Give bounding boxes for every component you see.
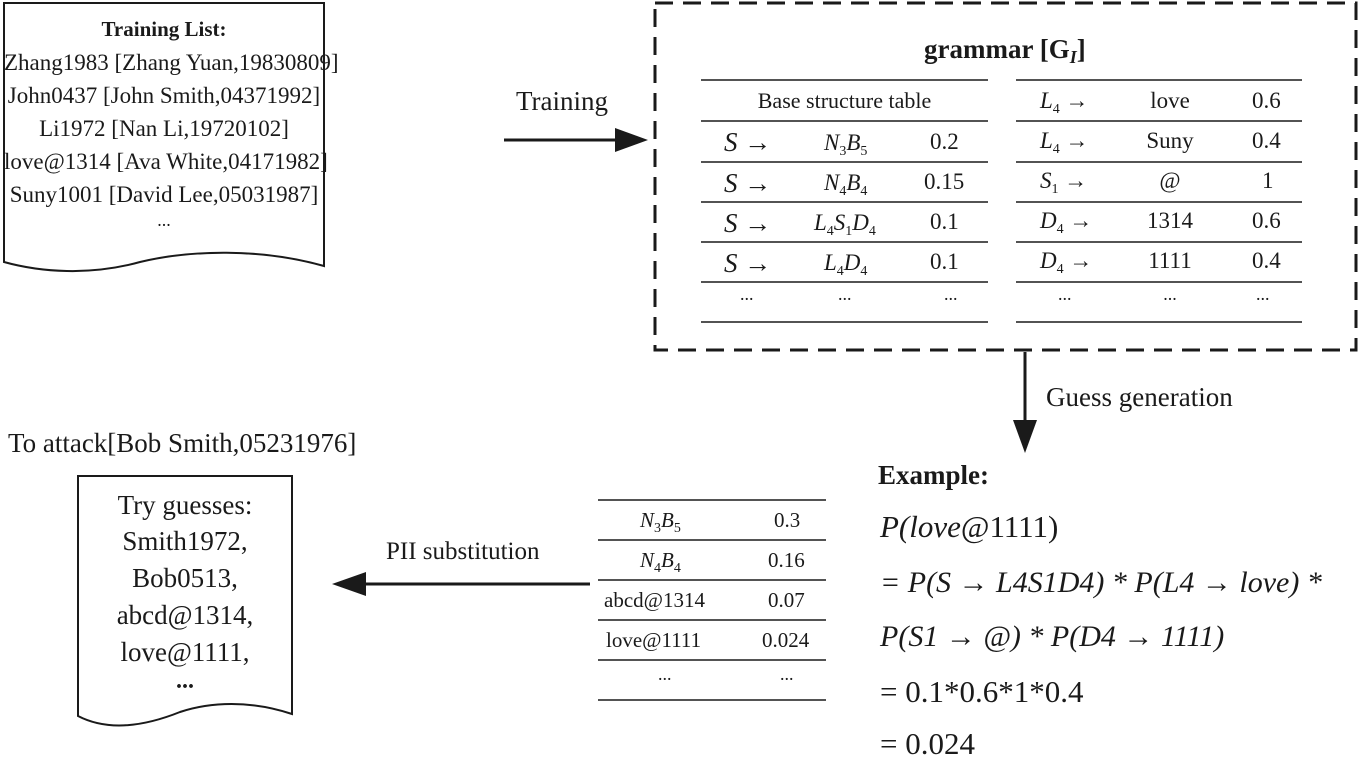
base-row-rhs: N3B5 — [824, 130, 868, 159]
grammar-title: grammar [GI] — [924, 34, 1086, 67]
base-row-lhs: S → — [724, 208, 772, 238]
example-line-4: = 0.1*0.6*1*0.4 — [880, 674, 1084, 709]
training-entry: Li1972 [Nan Li,19720102] — [39, 116, 289, 141]
pii-substitution-label: PII substitution — [386, 538, 540, 565]
guess-generation-arrow — [1013, 352, 1037, 453]
base-row-lhs: S → — [724, 127, 772, 157]
guess-table-row-text: abcd@1314 — [604, 588, 705, 612]
base-row-rhs: ... — [838, 284, 852, 304]
guess-table-row-text: love@1111 — [606, 628, 702, 652]
guess-table-row-structure: N4B4 — [640, 548, 681, 576]
training-entry: Suny1001 [David Lee,05031987] — [9, 182, 319, 207]
example-line-2: = P(S → L4S1D4) * P(L4 → love) * — [880, 566, 1322, 599]
terminal-row: L4 → — [1040, 128, 1089, 157]
terminal-row-prob: 0.6 — [1252, 88, 1281, 113]
pii-substitution-arrow — [332, 572, 590, 596]
example-line-5: = 0.024 — [880, 726, 975, 761]
guesses-document-shape — [77, 475, 293, 727]
example-line-3: P(S1 → @) * P(D4 → 1111) — [880, 620, 1225, 653]
base-row-rhs: N4B4 — [824, 170, 868, 199]
terminal-row-value: @ — [1159, 168, 1181, 193]
training-entry: John0437 [John Smith,04371992] — [7, 83, 321, 108]
terminal-row-value: 1314 — [1147, 208, 1193, 233]
base-row-prob: 0.1 — [930, 249, 959, 274]
guess-table-row-prob: 0.16 — [768, 548, 805, 572]
base-row-prob: 0.15 — [924, 169, 965, 194]
terminal-row: D4 → — [1040, 248, 1093, 277]
training-arrow — [504, 128, 648, 152]
terminal-row-prob: 0.4 — [1252, 248, 1281, 273]
terminal-row-value: ... — [1163, 284, 1177, 304]
base-row-rhs: L4D4 — [824, 250, 868, 279]
base-structure-table-header: Base structure table — [757, 88, 932, 113]
training-list-title: Training List: — [101, 17, 227, 41]
terminal-row: S1 → — [1040, 168, 1088, 197]
example-line-1: P(love@1111) — [880, 509, 1059, 544]
terminal-row: L4 → — [1040, 88, 1089, 117]
base-row-lhs: S → — [724, 248, 772, 278]
base-row-lhs: S → — [724, 168, 772, 198]
training-document-shape — [3, 2, 325, 272]
guess-table-row-prob: ... — [780, 664, 794, 684]
terminal-row-prob: 0.6 — [1252, 208, 1281, 233]
base-table-rules — [701, 79, 988, 323]
terminal-row-prob: 1 — [1262, 168, 1274, 193]
base-row-rhs: L4S1D4 — [814, 210, 876, 239]
guess-entry: abcd@1314, — [116, 600, 254, 630]
training-entry: love@1314 [Ava White,04171982] — [4, 149, 328, 174]
terminal-row-prob: 0.4 — [1252, 128, 1281, 153]
guess-table-row-structure: N3B5 — [640, 508, 681, 536]
guess-entry-ellipsis: ... — [176, 668, 194, 694]
guess-table-row-text: ... — [658, 664, 672, 684]
grammar-box-border — [653, 1, 1358, 352]
guess-generation-label: Guess generation — [1046, 382, 1233, 412]
guess-entry: Bob0513, — [132, 563, 238, 593]
base-row-prob: ... — [944, 284, 958, 304]
terminal-row: D4 → — [1040, 208, 1093, 237]
terminal-row-value: Suny — [1146, 128, 1194, 153]
terminal-row-prob: ... — [1256, 284, 1270, 304]
terminal-table-rules — [1016, 79, 1302, 323]
guesses-title: Try guesses: — [117, 490, 253, 520]
training-entry-ellipsis: ... — [157, 210, 171, 230]
base-row-prob: 0.2 — [930, 129, 959, 154]
base-row-lhs: ... — [740, 284, 754, 304]
terminal-row-value: 1111 — [1148, 248, 1192, 273]
terminal-row-value: love — [1150, 88, 1190, 113]
guess-table-row-prob: 0.024 — [762, 628, 810, 652]
terminal-row: ... — [1058, 284, 1072, 304]
attack-target-label: To attack[Bob Smith,05231976] — [8, 428, 357, 458]
training-arrow-label: Training — [516, 86, 609, 116]
example-title: Example: — [878, 460, 989, 490]
guess-entry: love@1111, — [120, 637, 250, 667]
guess-entry: Smith1972, — [122, 526, 248, 556]
guess-table-rules — [598, 499, 826, 701]
guess-table-row-prob: 0.3 — [774, 508, 801, 532]
guess-table-row-prob: 0.07 — [768, 588, 805, 612]
training-entry: Zhang1983 [Zhang Yuan,19830809] — [4, 50, 339, 75]
base-row-prob: 0.1 — [930, 209, 959, 234]
